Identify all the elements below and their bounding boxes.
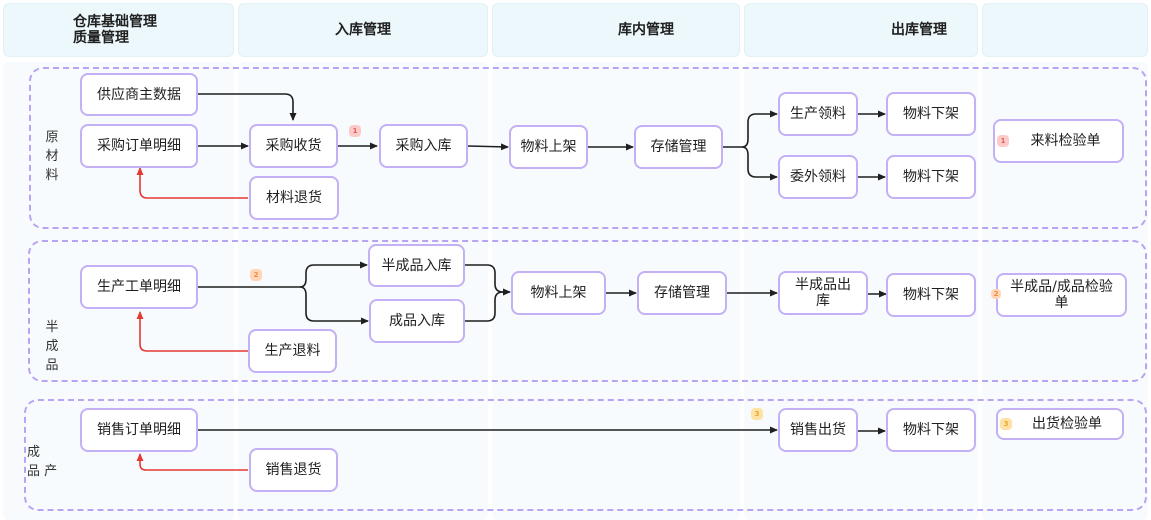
header-base: 仓库基础管理 质量管理 bbox=[3, 3, 234, 57]
node-material-return[interactable]: 材料退货 bbox=[249, 176, 339, 220]
step-badge-1: 1 bbox=[349, 125, 361, 137]
node-production-pick[interactable]: 生产领料 bbox=[778, 92, 858, 136]
node-label: 半成品出 库 bbox=[795, 277, 851, 309]
header-inventory: 库内管理 bbox=[492, 3, 740, 57]
node-label: 供应商主数据 bbox=[97, 86, 181, 103]
lane-label-raw: 原 材 料 bbox=[44, 128, 60, 185]
node-label-line1: 半成品出 bbox=[795, 277, 851, 293]
node-production-return[interactable]: 生产退料 bbox=[248, 329, 337, 373]
node-label: 物料上架 bbox=[520, 139, 577, 155]
lane-label-semi-char: 半 bbox=[45, 320, 59, 335]
header-base-line2: 质量管理 bbox=[73, 30, 129, 46]
node-raw-storage[interactable]: 存储管理 bbox=[634, 125, 723, 169]
node-semi-unshelve[interactable]: 物料下架 bbox=[886, 273, 976, 317]
lane-label-semi-char: 品 bbox=[45, 358, 59, 373]
node-purchase-order-detail[interactable]: 采购订单明细 bbox=[80, 124, 198, 168]
node-label: 成品入库 bbox=[389, 313, 445, 329]
node-sales-order-detail[interactable]: 销售订单明细 bbox=[80, 408, 198, 452]
step-badge-1-inspection: 1 bbox=[997, 135, 1009, 147]
node-work-order-detail[interactable]: 生产工单明细 bbox=[80, 265, 198, 309]
node-label: 物料下架 bbox=[903, 287, 959, 303]
node-label: 来料检验单 bbox=[1030, 133, 1101, 149]
step-badge-3: 3 bbox=[751, 408, 763, 420]
lane-label-semi-char: 成 bbox=[45, 339, 59, 354]
node-label: 物料下架 bbox=[903, 422, 959, 438]
node-label-line1: 半成品/成品检验 bbox=[1010, 279, 1113, 295]
node-finished-inbound[interactable]: 成品入库 bbox=[369, 299, 465, 343]
node-sales-shipment[interactable]: 销售出货 bbox=[778, 408, 858, 452]
header-inventory-label: 库内管理 bbox=[618, 22, 674, 38]
node-label: 出货检验单 bbox=[1032, 416, 1102, 432]
node-label: 半成品/成品检验 单 bbox=[1010, 279, 1113, 311]
node-label: 采购入库 bbox=[395, 138, 452, 154]
lane-label-raw-char: 原 bbox=[45, 130, 59, 145]
node-label: 材料退货 bbox=[266, 190, 322, 206]
lane-label-raw-char: 料 bbox=[45, 168, 59, 183]
header-extra bbox=[982, 3, 1148, 57]
node-supplier-master[interactable]: 供应商主数据 bbox=[80, 73, 198, 116]
lane-label-raw-char: 材 bbox=[45, 149, 59, 164]
lane-label-finished-line2: 品 产 bbox=[27, 464, 58, 479]
node-label: 销售出货 bbox=[790, 422, 846, 438]
lane-semi-finished bbox=[28, 240, 1147, 382]
node-semi-shelving[interactable]: 物料上架 bbox=[511, 271, 606, 315]
lane-label-semi: 半 成 品 bbox=[44, 318, 60, 375]
header-inbound-label: 入库管理 bbox=[335, 22, 391, 38]
step-badge-2: 2 bbox=[250, 269, 262, 281]
node-purchase-receive[interactable]: 采购收货 bbox=[249, 124, 338, 168]
node-label: 物料下架 bbox=[903, 169, 959, 185]
node-label: 生产领料 bbox=[790, 106, 846, 122]
node-label: 生产工单明细 bbox=[97, 279, 181, 295]
lane-label-finished-line1: 成 bbox=[27, 445, 41, 460]
node-semi-inspection[interactable]: 半成品/成品检验 单 bbox=[996, 273, 1127, 317]
node-label: 生产退料 bbox=[264, 343, 321, 359]
node-label-line2: 单 bbox=[1054, 295, 1069, 311]
node-label: 采购收货 bbox=[265, 138, 322, 154]
node-label: 销售订单明细 bbox=[97, 422, 181, 438]
lane-label-finished: 成 品 产 bbox=[27, 443, 67, 481]
node-label-line2: 库 bbox=[816, 293, 830, 309]
node-label: 采购订单明细 bbox=[97, 138, 181, 154]
node-finished-unshelve[interactable]: 物料下架 bbox=[886, 408, 976, 452]
node-incoming-inspection[interactable]: 来料检验单 bbox=[993, 119, 1124, 163]
node-semi-outbound[interactable]: 半成品出 库 bbox=[778, 271, 868, 315]
header-base-line1: 仓库基础管理 bbox=[73, 14, 157, 30]
lane-finished-product bbox=[24, 399, 1147, 511]
node-label: 物料下架 bbox=[903, 106, 959, 122]
node-label: 半成品入库 bbox=[381, 257, 452, 274]
node-label: 存储管理 bbox=[650, 139, 707, 155]
node-outsource-pick[interactable]: 委外领料 bbox=[778, 155, 858, 199]
node-raw-unshelve-1[interactable]: 物料下架 bbox=[886, 92, 976, 136]
node-raw-shelving[interactable]: 物料上架 bbox=[509, 125, 588, 169]
header-outbound-label: 出库管理 bbox=[891, 22, 947, 38]
node-label: 物料上架 bbox=[530, 285, 587, 301]
node-label: 存储管理 bbox=[654, 285, 710, 301]
node-shipment-inspection[interactable]: 出货检验单 bbox=[996, 408, 1124, 440]
step-badge-2-inspection: 2 bbox=[991, 289, 1001, 299]
node-sales-return[interactable]: 销售退货 bbox=[249, 448, 338, 492]
node-label: 委外领料 bbox=[790, 169, 846, 185]
step-badge-3-inspection: 3 bbox=[1000, 418, 1012, 430]
node-semi-storage[interactable]: 存储管理 bbox=[637, 271, 727, 315]
node-label: 销售退货 bbox=[265, 462, 322, 478]
header-outbound: 出库管理 bbox=[744, 3, 978, 57]
header-inbound: 入库管理 bbox=[238, 3, 488, 57]
node-purchase-inbound[interactable]: 采购入库 bbox=[379, 124, 468, 168]
lane-raw-material bbox=[29, 67, 1147, 229]
node-raw-unshelve-2[interactable]: 物料下架 bbox=[886, 155, 976, 199]
node-semi-inbound[interactable]: 半成品入库 bbox=[368, 244, 465, 287]
